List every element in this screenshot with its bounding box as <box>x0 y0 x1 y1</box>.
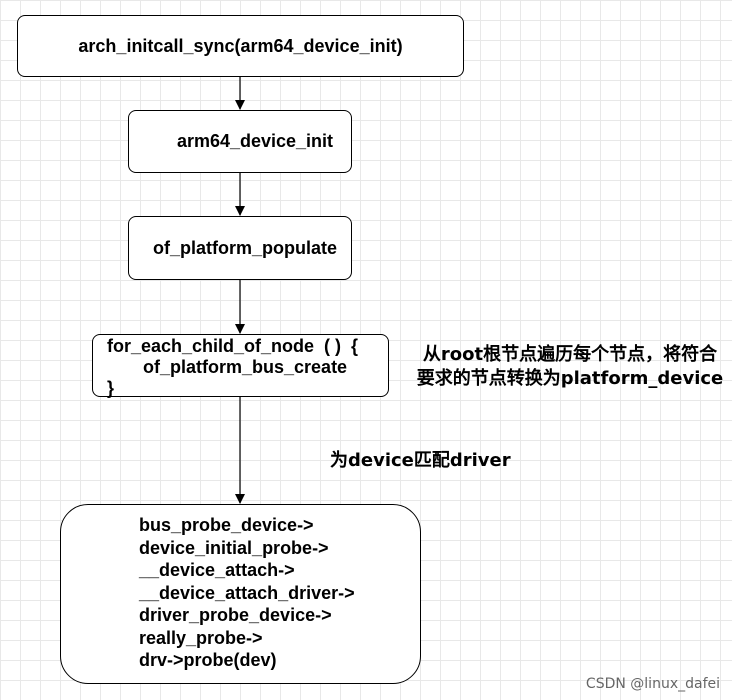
node-for-each-child-line-3: } <box>107 378 115 398</box>
probe-chain-line-1: bus_probe_device-> <box>139 515 314 535</box>
node-of-platform-populate: of_platform_populate <box>128 216 352 280</box>
node-for-each-child-line-1: for_each_child_of_node ( ) { <box>107 336 359 356</box>
probe-chain-line-6: really_probe-> <box>139 627 263 648</box>
watermark: CSDN @linux_dafei <box>585 676 720 692</box>
node-for-each-child: for_each_child_of_node ( ) { of_platform… <box>92 334 389 398</box>
node-arm64-device-init: arm64_device_init <box>128 110 352 173</box>
node-arm64-device-init-label: arm64_device_init <box>176 131 334 151</box>
note-traverse-line-2: 要求的节点转换为platform_device <box>416 368 724 389</box>
note-traverse-line-1: 从root根节点遍历每个节点，将符合 <box>422 344 718 365</box>
probe-chain-line-3: __device_attach-> <box>139 560 295 580</box>
probe-chain-line-5: driver_probe_device-> <box>139 605 332 625</box>
note-match-driver: 为device匹配driver <box>330 449 511 473</box>
node-arch-initcall-sync-label: arch_initcall_sync(arm64_device_init) <box>78 35 403 56</box>
note-traverse-nodes: 从root根节点遍历每个节点，将符合 要求的节点转换为platform_devi… <box>412 343 728 391</box>
note-match-driver-label: 为device匹配driver <box>330 450 511 471</box>
node-arch-initcall-sync: arch_initcall_sync(arm64_device_init) <box>17 15 464 77</box>
probe-chain-line-4: __device_attach_driver-> <box>139 582 355 603</box>
probe-chain-line-2: device_initial_probe-> <box>139 537 329 558</box>
node-for-each-child-line-2: of_platform_bus_create <box>123 357 348 377</box>
node-probe-chain: bus_probe_device-> device_initial_probe-… <box>60 504 421 684</box>
node-of-platform-populate-label: of_platform_populate <box>152 237 337 258</box>
probe-chain-line-7: drv->probe(dev) <box>139 650 277 670</box>
